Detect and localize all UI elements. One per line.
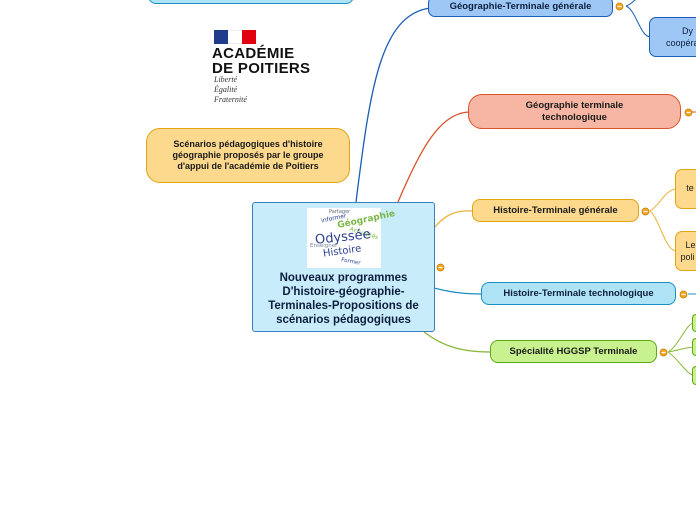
subnode-hggsp-2[interactable] (692, 338, 696, 356)
link-geo-generale (356, 8, 430, 202)
branch-hggsp[interactable]: Spécialité HGGSP Terminale (490, 340, 657, 363)
subnode-histoire-generale-2-text-2: poli (680, 251, 695, 263)
subnode-histoire-generale-2-text-1: Le (680, 239, 695, 251)
central-node[interactable]: Partager informer Géographie Actualités … (252, 202, 435, 332)
link-hist-gen-child1 (650, 189, 676, 211)
branch-histoire-technologique-fold-icon[interactable] (679, 290, 688, 299)
branch-hggsp-label: Spécialité HGGSP Terminale (510, 346, 638, 358)
wordcloud-image: Partager informer Géographie Actualités … (307, 208, 381, 268)
subnode-hggsp-1[interactable] (692, 314, 696, 332)
branch-histoire-technologique[interactable]: Histoire-Terminale technologique (481, 282, 676, 305)
subnode-histoire-generale-2[interactable]: Le poli (675, 231, 696, 271)
subnode-geo-generale-cooperation[interactable]: Dy coopéra (649, 17, 696, 57)
flag-icon (214, 30, 256, 44)
central-title: Nouveaux programmes D'histoire-géographi… (255, 271, 432, 327)
central-fold-icon[interactable] (436, 263, 445, 272)
logo-motto-3: Fraternité (214, 95, 247, 104)
link-geo-techno (398, 112, 470, 202)
wc-word-8: Former (341, 257, 361, 266)
branch-hggsp-fold-icon[interactable] (659, 348, 668, 357)
branch-histoire-technologique-label: Histoire-Terminale technologique (503, 288, 653, 300)
scenarios-note[interactable]: Scénarios pédagogiques d'histoire géogra… (146, 128, 350, 183)
logo-motto-2: Égalité (214, 85, 237, 94)
branch-geographie-technologique-fold-icon[interactable] (684, 108, 693, 117)
branch-geographie-generale[interactable]: Géographie-Terminale générale (428, 0, 613, 17)
link-hist-generale (434, 211, 472, 228)
branch-histoire-generale-fold-icon[interactable] (641, 207, 650, 216)
branch-geographie-technologique-label: Géographie terminale technologique (509, 100, 640, 124)
subnode-hggsp-3[interactable] (692, 366, 696, 385)
scenarios-note-text: Scénarios pédagogiques d'histoire géogra… (163, 139, 333, 173)
link-hist-gen-child2 (650, 211, 676, 251)
academie-logo: ACADÉMIE DE POITIERS Liberté Égalité Fra… (212, 30, 322, 110)
subnode-histoire-generale-1-text: te (678, 183, 694, 194)
top-partial-box[interactable] (148, 0, 354, 4)
link-geo-gen-child-top (626, 0, 640, 6)
branch-geographie-generale-fold-icon[interactable] (615, 2, 624, 11)
subnode-geo-generale-text-1: Dy (666, 25, 696, 37)
branch-geographie-generale-label: Géographie-Terminale générale (450, 1, 592, 13)
branch-geographie-technologique[interactable]: Géographie terminale technologique (468, 94, 681, 129)
subnode-histoire-generale-1[interactable]: te (675, 169, 696, 209)
link-hggsp (424, 332, 491, 352)
branch-histoire-generale-label: Histoire-Terminale générale (493, 205, 617, 217)
branch-histoire-generale[interactable]: Histoire-Terminale générale (472, 199, 639, 222)
link-geo-gen-child (626, 6, 650, 37)
link-hist-techno (434, 288, 482, 294)
logo-motto-1: Liberté (214, 75, 237, 84)
subnode-geo-generale-text-2: coopéra (666, 37, 696, 49)
